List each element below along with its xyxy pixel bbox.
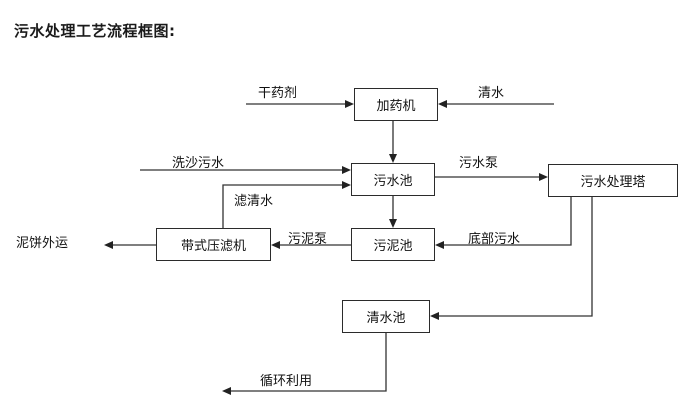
node-clean-water-pool[interactable]: 清水池	[342, 300, 430, 333]
arrowhead-dosing-down	[389, 154, 397, 163]
edge-label-text: 滤清水	[234, 194, 274, 209]
edge-label-mud-cake-export: 泥饼外运	[16, 232, 68, 251]
arrowhead-sand-wash	[342, 166, 351, 174]
edge-label-text: 洗沙污水	[172, 156, 225, 171]
edge-label-sludge-pump: 污泥泵	[288, 228, 327, 247]
wire-clean-pool-to-recycle	[228, 333, 387, 392]
node-sewage-pool[interactable]: 污水池	[351, 163, 435, 196]
edge-label-recycle-use: 循环利用	[260, 370, 312, 389]
edge-label-text: 污水泵	[459, 156, 499, 171]
arrowhead-clean-water	[438, 100, 447, 108]
edge-label-text: 污泥泵	[288, 232, 328, 247]
node-label: 污泥池	[373, 239, 413, 254]
arrowhead-mud-export	[104, 241, 113, 249]
arrowhead-bottom-sewage	[435, 241, 444, 249]
edge-label-text: 干药剂	[258, 86, 298, 101]
node-label: 带式压滤机	[180, 239, 246, 254]
node-dosing-machine[interactable]: 加药机	[354, 88, 438, 121]
node-label: 加药机	[376, 99, 416, 114]
edge-label-text: 循环利用	[260, 374, 313, 389]
wire-tower-to-sludge-pool	[441, 197, 572, 246]
page-title: 污水处理工艺流程框图:	[14, 22, 176, 40]
node-label: 清水池	[366, 311, 406, 326]
arrowhead-recycle	[222, 387, 231, 395]
node-treatment-tower[interactable]: 污水处理塔	[548, 164, 678, 197]
edge-label-text: 清水	[478, 86, 505, 101]
edge-label-clean-water-in: 清水	[478, 82, 504, 101]
node-sludge-pool[interactable]: 污泥池	[351, 228, 435, 261]
arrowhead-dry-agent	[345, 100, 354, 108]
wire-tower-to-clean-pool	[436, 197, 593, 317]
edge-label-sewage-pump: 污水泵	[459, 152, 498, 171]
node-label: 污水池	[373, 174, 413, 189]
arrowhead-tower-to-clean	[430, 312, 439, 320]
arrowhead-sludge-pump	[271, 241, 280, 249]
node-belt-filter-press[interactable]: 带式压滤机	[156, 228, 271, 261]
edge-label-text: 泥饼外运	[16, 236, 69, 251]
edge-label-filtrate: 滤清水	[234, 190, 273, 209]
edge-label-bottom-sewage: 底部污水	[468, 228, 520, 247]
arrowhead-sewage-pump	[539, 173, 548, 181]
edge-label-sand-wash-sewage: 洗沙污水	[172, 152, 224, 171]
wire-filtrate-to-sewage-pool	[222, 184, 345, 228]
arrowhead-filtrate	[342, 181, 351, 189]
node-label: 污水处理塔	[580, 175, 646, 190]
edge-label-text: 底部污水	[468, 232, 521, 247]
arrowhead-sewage-to-sludge	[389, 219, 397, 228]
edge-label-dry-agent: 干药剂	[258, 82, 297, 101]
